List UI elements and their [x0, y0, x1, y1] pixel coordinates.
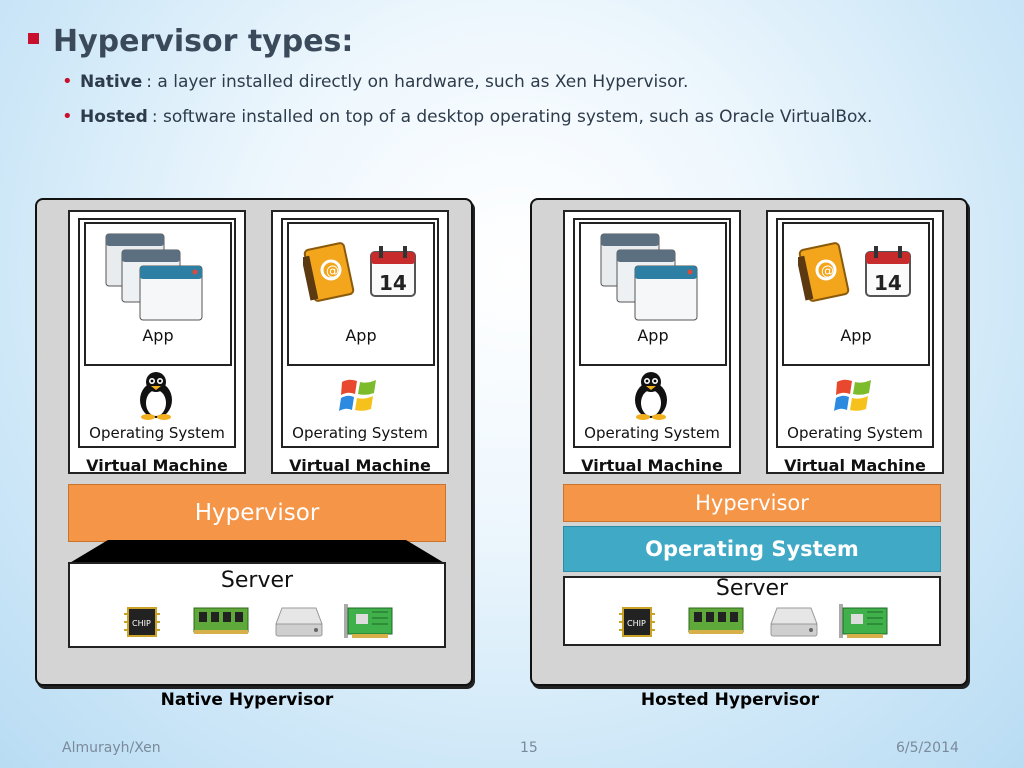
- cpu-chip-icon: CHIP: [124, 607, 160, 637]
- hypervisor-layer: Hypervisor: [68, 484, 446, 542]
- hypervisor-trapezoid: [68, 540, 446, 564]
- svg-text:@: @: [326, 264, 339, 279]
- app-box: App: [579, 222, 727, 366]
- app-box: App: [84, 222, 232, 366]
- svg-text:@: @: [821, 264, 834, 279]
- footer-page-number: 15: [520, 740, 538, 756]
- native-caption: Native Hypervisor: [160, 690, 334, 710]
- hypervisor-layer: Hypervisor: [563, 484, 941, 522]
- ram-module-icon: [193, 607, 249, 634]
- network-card-icon: [839, 604, 888, 638]
- title-text: Hypervisor types:: [53, 24, 354, 59]
- svg-text:14: 14: [874, 271, 902, 295]
- bullet-text: : a layer installed directly on hardware…: [146, 72, 689, 92]
- server-box: Server CHIP: [68, 562, 446, 648]
- network-card-icon: [344, 604, 393, 638]
- app-label: App: [840, 326, 872, 345]
- app-box: @ 14 App: [287, 222, 435, 366]
- virtual-machine-windows: @ 14 App Operating System Virtual Machin…: [766, 210, 944, 475]
- svg-text:CHIP: CHIP: [132, 619, 151, 628]
- bullet-dot-icon: •: [62, 106, 73, 127]
- windows-logo-icon: [339, 379, 376, 411]
- windows-stack-icon: [105, 233, 203, 321]
- app-label: App: [345, 326, 377, 345]
- svg-text:CHIP: CHIP: [627, 619, 646, 628]
- calendar-icon: 14: [370, 246, 416, 297]
- bullet-list: • Native: a layer installed directly on …: [62, 72, 872, 142]
- footer-date: 6/5/2014: [896, 740, 959, 756]
- os-label: Operating System: [787, 424, 923, 442]
- cpu-chip-icon: CHIP: [619, 607, 655, 637]
- vm-label: Virtual Machine: [784, 456, 926, 475]
- bullet-term: Hosted: [80, 107, 148, 127]
- bullet-term: Native: [80, 72, 143, 92]
- app-box: @ 14 App: [782, 222, 930, 366]
- virtual-machine-linux: App Operating System Virtual Machine: [68, 210, 246, 475]
- hosted-diagram: App Operating System Virtual Machine: [530, 198, 968, 686]
- vm-frame: @ 14 App Operating System: [281, 218, 439, 448]
- server-label: Server: [715, 576, 789, 601]
- server-box: Server CHIP: [563, 576, 941, 646]
- bullet-text: : software installed on top of a desktop…: [151, 107, 873, 127]
- hard-drive-icon: [275, 607, 323, 637]
- hosted-caption: Hosted Hypervisor: [640, 690, 820, 710]
- address-book-icon: @: [798, 242, 850, 302]
- svg-text:14: 14: [379, 271, 407, 295]
- linux-penguin-icon: [140, 372, 172, 420]
- calendar-icon: 14: [865, 246, 911, 297]
- vm-frame: App Operating System: [573, 218, 731, 448]
- ram-module-icon: [688, 607, 744, 634]
- vm-frame: App Operating System: [78, 218, 236, 448]
- server-label: Server: [220, 568, 294, 593]
- host-os-layer: Operating System: [563, 526, 941, 572]
- bullet-hosted: • Hosted: software installed on top of a…: [62, 107, 872, 142]
- windows-stack-icon: [600, 233, 698, 321]
- windows-logo-icon: [834, 379, 871, 411]
- square-bullet-icon: [28, 33, 39, 44]
- address-book-icon: @: [303, 242, 355, 302]
- os-label: Operating System: [292, 424, 428, 442]
- native-diagram: App Operating System Virtual Machine: [35, 198, 473, 686]
- os-label: Operating System: [584, 424, 720, 442]
- os-label: Operating System: [89, 424, 225, 442]
- app-label: App: [637, 326, 669, 345]
- footer-author: Almurayh/Xen: [62, 740, 161, 756]
- linux-penguin-icon: [635, 372, 667, 420]
- virtual-machine-windows: @ 14 App Operating System Virtual Machin…: [271, 210, 449, 475]
- bullet-dot-icon: •: [62, 71, 73, 92]
- app-label: App: [142, 326, 174, 345]
- vm-frame: @ 14 App Operating System: [776, 218, 934, 448]
- vm-label: Virtual Machine: [581, 456, 723, 475]
- vm-label: Virtual Machine: [86, 456, 228, 475]
- bullet-native: • Native: a layer installed directly on …: [62, 72, 872, 107]
- slide-title: Hypervisor types:: [28, 24, 353, 59]
- hard-drive-icon: [770, 607, 818, 637]
- virtual-machine-linux: App Operating System Virtual Machine: [563, 210, 741, 475]
- vm-label: Virtual Machine: [289, 456, 431, 475]
